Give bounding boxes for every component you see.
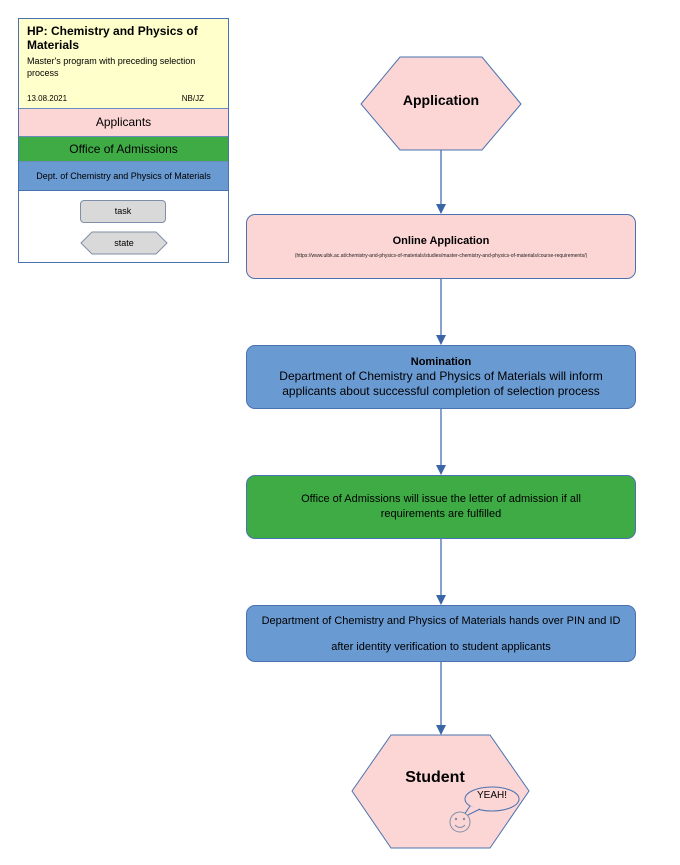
legend-department: Dept. of Chemistry and Physics of Materi… (19, 161, 228, 191)
legend-date: 13.08.2021 (27, 94, 68, 103)
admission-letter-text: Office of Admissions will issue the lett… (301, 493, 581, 520)
legend-box: HP: Chemistry and Physics of Materials M… (18, 18, 229, 263)
application-label: Application (402, 92, 480, 108)
legend-applicants: Applicants (19, 108, 228, 136)
legend-admissions: Office of Admissions (19, 136, 228, 161)
legend-initials: NB/JZ (181, 94, 204, 103)
speech-bubble (464, 786, 520, 812)
nomination-task: Nomination Department of Chemistry and P… (246, 345, 636, 409)
student-label: Student (405, 769, 465, 786)
online-application-url[interactable]: (https://www.uibk.ac.at/chemistry-and-ph… (294, 252, 588, 259)
nomination-title: Nomination (410, 356, 472, 368)
pin-handover-text: Department of Chemistry and Physics of M… (261, 614, 621, 653)
pin-handover-task: Department of Chemistry and Physics of M… (246, 605, 636, 662)
legend-state-label: state (114, 238, 134, 248)
application-hexagon (360, 56, 522, 151)
hexagon-icon (80, 231, 168, 255)
legend-header: HP: Chemistry and Physics of Materials M… (19, 19, 228, 108)
nomination-text: Department of Chemistry and Physics of M… (279, 369, 603, 398)
legend-state-shape: state (80, 231, 168, 255)
yeah-text: YEAH! (476, 790, 507, 801)
online-application-task: Online Application (https://www.uibk.ac.… (246, 214, 636, 279)
legend-task-shape: task (80, 200, 166, 223)
smiley-icon (449, 811, 471, 833)
admission-letter-task: Office of Admissions will issue the lett… (246, 475, 636, 539)
student-hexagon (351, 734, 530, 849)
online-application-title: Online Application (392, 234, 490, 247)
legend-subtitle: Master's program with preceding selectio… (27, 56, 196, 78)
legend-title: HP: Chemistry and Physics of Materials (27, 24, 198, 52)
